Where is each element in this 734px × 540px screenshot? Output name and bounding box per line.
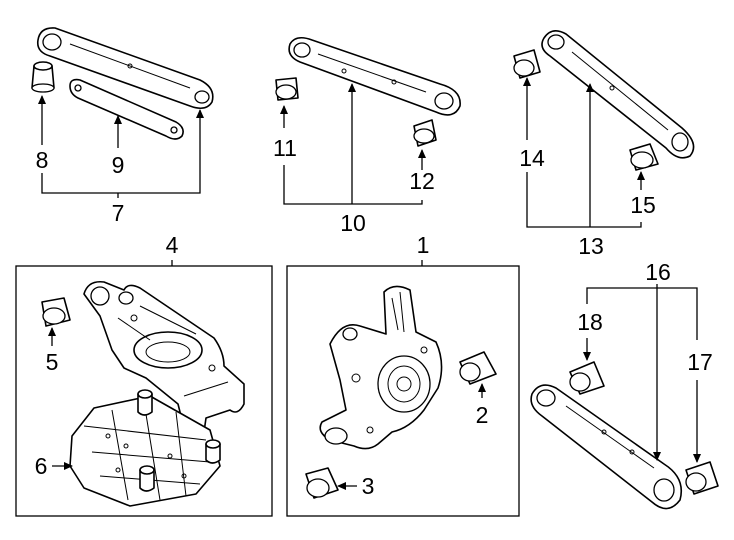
callout-7: 7	[112, 200, 125, 226]
bushing-17	[685, 461, 719, 495]
callout-18: 18	[577, 309, 603, 335]
box-4	[15, 265, 273, 517]
lower-arm-16	[530, 384, 683, 510]
callout-17: 17	[687, 349, 713, 375]
bushing-3	[305, 467, 339, 499]
bushing-2	[459, 351, 497, 385]
undercover-6	[69, 389, 221, 507]
bushing-8	[31, 61, 55, 93]
callout-6: 6	[35, 453, 48, 479]
callout-4: 4	[166, 232, 179, 258]
upper-arm-13	[541, 30, 695, 159]
crossmember-4	[83, 280, 245, 440]
callout-14: 14	[519, 145, 545, 171]
bushing-11	[275, 77, 299, 101]
bushing-5	[41, 297, 71, 327]
callout-3: 3	[362, 473, 375, 499]
callout-16: 16	[645, 259, 671, 285]
link-9	[69, 78, 184, 140]
callout-15: 15	[630, 192, 656, 218]
knuckle-1	[319, 285, 443, 450]
callout-12: 12	[409, 168, 435, 194]
callout-13: 13	[578, 233, 604, 259]
callout-2: 2	[476, 402, 489, 428]
callout-9: 9	[112, 152, 125, 178]
bushing-15	[629, 143, 659, 171]
bushing-18	[569, 361, 605, 395]
callout-8: 8	[36, 147, 49, 173]
upper-arm-10	[288, 36, 461, 116]
callout-5: 5	[46, 349, 59, 375]
upper-arm-7	[36, 27, 214, 110]
callout-10: 10	[340, 210, 366, 236]
callout-1: 1	[417, 232, 430, 258]
bushing-12	[413, 119, 437, 147]
callout-11: 11	[273, 135, 297, 161]
bushing-14	[513, 49, 541, 79]
box-1	[286, 265, 520, 517]
